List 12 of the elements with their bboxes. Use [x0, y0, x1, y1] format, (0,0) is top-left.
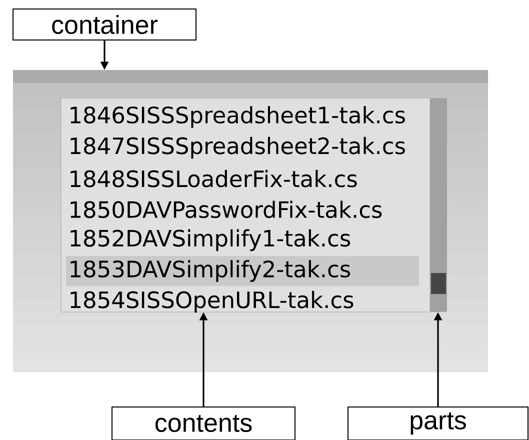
label-box: parts	[348, 406, 528, 440]
list-item: 1852DAVSimplify1-tak.cs	[70, 229, 350, 252]
label-box: contents	[112, 406, 296, 440]
list-box	[60, 98, 430, 313]
list-item: 1854SISSOpenURL-tak.cs	[70, 290, 354, 313]
list-item: 1846SISSSpreadsheet1-tak.cs	[70, 106, 405, 128]
list-item: 1848SISSLoaderFix-tak.cs	[70, 170, 357, 188]
list-item: 1850DAVPasswordFix-tak.cs	[70, 200, 382, 218]
list-item: 1853DAVSimplify2-tak.cs	[70, 260, 350, 282]
label-box: container	[12, 8, 196, 40]
scrollbar	[430, 98, 447, 312]
list-item: 1847SISSSpreadsheet2-tak.cs	[70, 136, 405, 159]
